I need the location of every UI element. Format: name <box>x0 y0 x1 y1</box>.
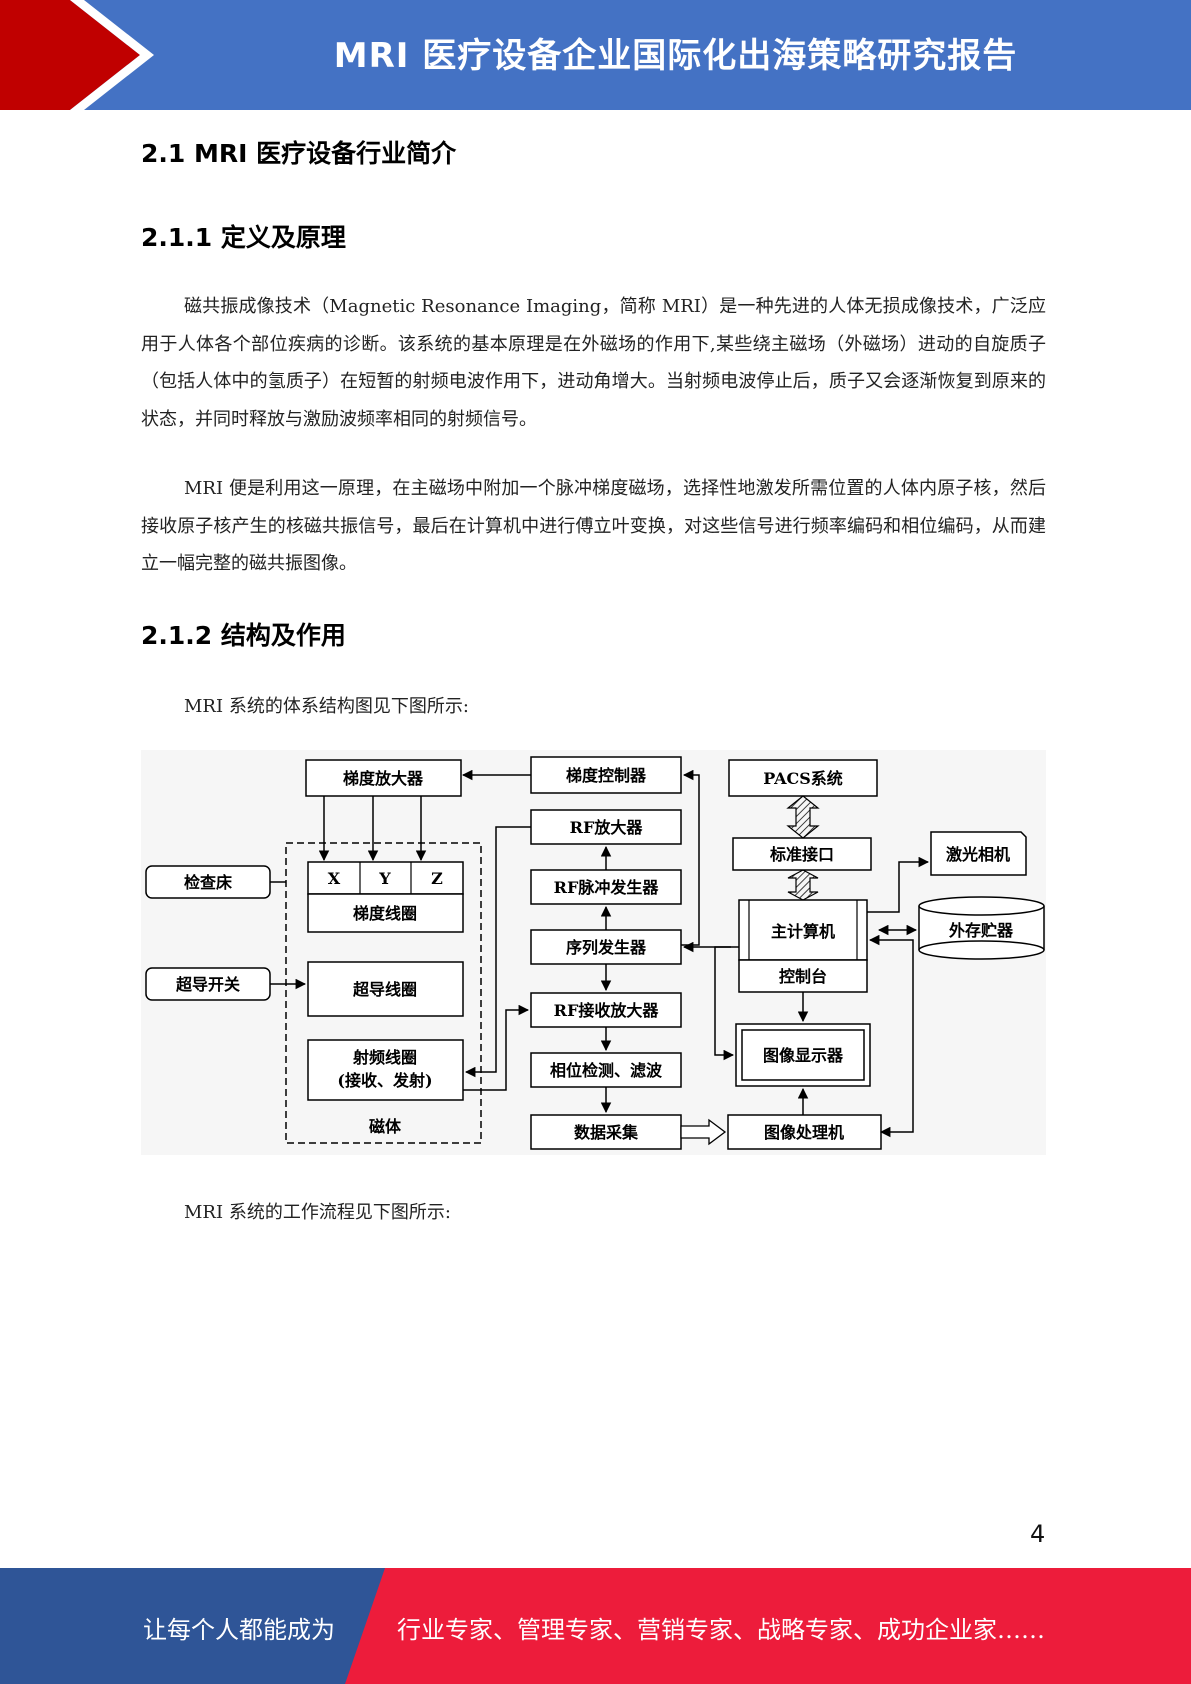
box-pacs <box>728 759 878 797</box>
header-banner: MRI 医疗设备企业国际化出海策略研究报告 <box>0 0 1191 110</box>
label-laser-camera: 激光相机 <box>946 845 1010 864</box>
label-rf-pulse-generator: RF脉冲发生器 <box>554 878 660 897</box>
label-rf-receive-amplifier: RF接收放大器 <box>554 1001 660 1020</box>
workflow-caption: MRI 系统的工作流程见下图所示: <box>184 1202 451 1223</box>
box-gradient-coil <box>307 893 464 933</box>
subsection-heading-definition: 2.1.1 定义及原理 <box>141 223 346 252</box>
box-sequence-generator <box>530 929 682 965</box>
box-xyz <box>307 861 464 895</box>
label-gradient-coil: 梯度线圈 <box>353 904 417 923</box>
label-exam-bed: 检查床 <box>184 873 233 892</box>
box-rf-receive-amplifier <box>530 992 682 1028</box>
footer-banner: 让每个人都能成为 行业专家、管理专家、营销专家、战略专家、成功企业家…… <box>0 1568 1191 1684</box>
label-console: 控制台 <box>779 967 827 986</box>
label-main-computer: 主计算机 <box>771 922 835 941</box>
storage-cylinder <box>918 896 1045 960</box>
header-chevron-graphic <box>0 0 154 110</box>
label-superconducting-coil: 超导线圈 <box>352 980 417 999</box>
box-main-computer <box>738 899 868 961</box>
magnet-frame <box>285 842 482 1144</box>
box-phase-detection <box>530 1052 682 1088</box>
paragraph-principle: 磁共振成像技术（Magnetic Resonance Imaging，简称 MR… <box>141 296 1046 430</box>
box-superconducting-coil <box>307 961 464 1017</box>
label-axis-y: Y <box>378 869 391 888</box>
subsection-heading-structure: 2.1.2 结构及作用 <box>141 621 346 650</box>
box-image-display-inner <box>741 1029 865 1081</box>
section-heading: 2.1 MRI 医疗设备行业简介 <box>141 139 457 168</box>
box-image-processor <box>727 1114 882 1150</box>
label-pacs: PACS系统 <box>763 769 843 788</box>
box-gradient-amplifier <box>305 759 462 797</box>
box-rf-pulse-generator <box>530 869 682 905</box>
label-gradient-controller: 梯度控制器 <box>566 766 647 785</box>
label-rf-coil-line2: (接收、发射) <box>337 1071 432 1090</box>
box-console <box>738 959 868 993</box>
label-axis-x: X <box>328 869 341 888</box>
label-image-processor: 图像处理机 <box>764 1123 844 1142</box>
report-title: MRI 医疗设备企业国际化出海策略研究报告 <box>333 36 1018 76</box>
box-gradient-controller <box>530 756 682 794</box>
footer-slogan-left: 让每个人都能成为 <box>143 1616 335 1644</box>
interface-computer-link <box>787 869 819 901</box>
structure-caption: MRI 系统的体系结构图见下图所示: <box>184 696 469 717</box>
box-rf-coil <box>307 1039 464 1101</box>
pacs-interface-link <box>786 795 820 839</box>
label-rf-amplifier: RF放大器 <box>570 818 644 837</box>
label-data-acquisition: 数据采集 <box>574 1123 639 1142</box>
label-axis-z: Z <box>431 869 443 888</box>
box-laser-camera <box>930 831 1027 876</box>
data-flow-arrow <box>680 1118 727 1146</box>
paragraph-mri-method: MRI 便是利用这一原理，在主磁场中附加一个脉冲梯度磁场，选择性地激发所需位置的… <box>141 478 1046 574</box>
footer-background <box>0 1568 1191 1684</box>
page-number: 4 <box>1030 1520 1046 1548</box>
label-sequence-generator: 序列发生器 <box>566 938 647 957</box>
label-standard-interface: 标准接口 <box>769 845 834 864</box>
label-magnet: 磁体 <box>369 1117 402 1136</box>
mri-architecture-diagram: 梯度放大器 梯度控制器 PACS系统 RF放大器 标准接口 激光相机 检查床 X… <box>141 750 1046 1155</box>
label-rf-coil-line1: 射频线圈 <box>352 1048 417 1067</box>
label-external-storage: 外存贮器 <box>948 921 1014 940</box>
label-phase-detection: 相位检测、滤波 <box>550 1061 663 1080</box>
label-superconducting-switch: 超导开关 <box>175 975 240 994</box>
label-gradient-amplifier: 梯度放大器 <box>343 769 424 788</box>
label-image-display: 图像显示器 <box>763 1046 844 1065</box>
box-rf-amplifier <box>530 809 682 845</box>
footer-slogan-right: 行业专家、管理专家、营销专家、战略专家、成功企业家…… <box>397 1616 1045 1644</box>
